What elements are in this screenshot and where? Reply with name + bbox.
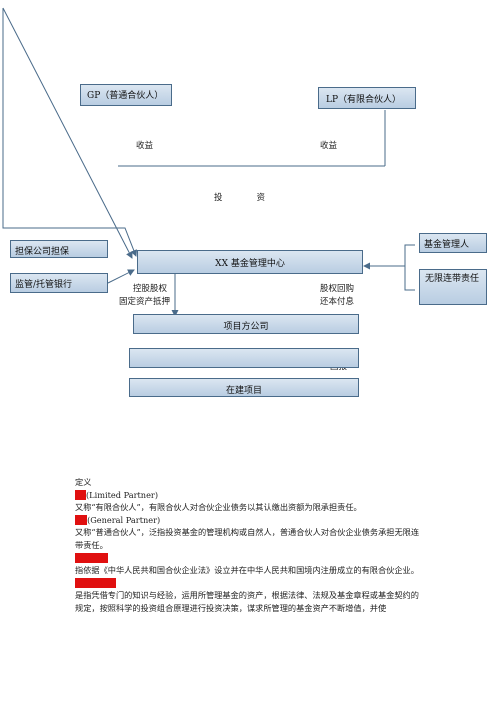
custodian-label: 监管/托管银行 [15,280,73,290]
project-company-box: 项目方公司 [133,314,359,334]
guarantor-connector [2,8,138,257]
invest-top-label: 投 资 [214,193,266,203]
guarantor-box: 担保公司担保 [10,240,108,258]
income-right-label: 收益 [320,141,338,151]
lpf-description: 指依据《中华人民共和国合伙企业法》设立并在中华人民共和国境内注册成立的有限合伙企… [75,565,419,576]
project-company-label: 项目方公司 [223,322,269,332]
guarantor-label: 担保公司担保 [15,247,70,257]
lp-label: LP（有限合伙人） [326,95,402,105]
unlimited-liability-box: 无限连带责任 [419,269,487,305]
fm-term-highlight: 基金管理人 [75,577,116,588]
construction-label: 在建项目 [225,386,262,396]
construction-box [129,348,359,368]
lp-term-rest: (Limited Partner) [85,489,159,500]
lpf-term-highlight: 有限合伙 [75,552,108,563]
unlimited-liability-label: 无限连带责任 [425,274,480,284]
gp-term-highlight: GP [75,514,88,525]
repay-label: 还本付息 [320,297,355,307]
gp-description: 又称“普通合伙人”，泛指投资基金的管理机构或自然人，普通合伙人对合伙企业债务承担… [75,527,420,550]
diagonal-connector [2,7,133,259]
fund-center-box: XX 基金管理中心 [137,250,363,274]
gp-box: GP（普通合伙人） [80,84,172,106]
income-left-label: 收益 [136,141,154,151]
definitions-section: 定义 LP(Limited Partner) 又称“有限合伙人”，有限合伙人对合… [75,476,427,615]
fund-manager-box: 基金管理人 [419,233,487,253]
fixed-asset-label: 固定资产抵押 [119,297,171,307]
lp-term-highlight: LP [75,489,86,500]
gp-label: GP（普通合伙人） [87,91,164,101]
buyback-label: 股权回购 [320,284,355,294]
fm-description: 是指凭借专门的知识与经验，运用所管理基金的资产，根据法律、法规及基金章程或基金契… [75,590,419,613]
lp-box: LP（有限合伙人） [318,87,416,109]
custodian-connector [107,269,135,284]
construction-project-box: 在建项目 [129,378,359,397]
gp-term-rest: (General Partner) [87,514,161,525]
definitions-heading: 定义 [75,477,92,487]
fund-center-label: XX 基金管理中心 [215,259,285,269]
control-equity-label: 控股股权 [133,284,168,294]
custodian-box: 监管/托管银行 [10,273,108,293]
fund-manager-label: 基金管理人 [424,240,470,250]
lp-description: 又称“有限合伙人”，有限合伙人对合伙企业债务以其认缴出资额为限承担责任。 [75,502,362,513]
manager-bracket [404,244,415,291]
